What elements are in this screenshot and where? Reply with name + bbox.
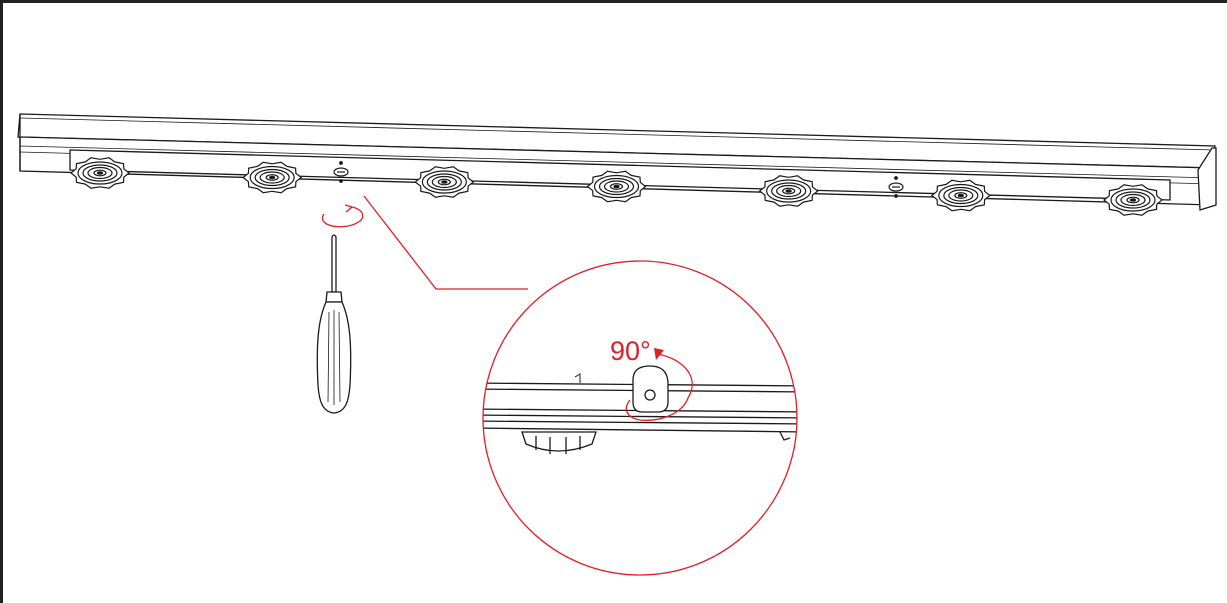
callout-leader-line: [363, 195, 528, 290]
driver-icon: [242, 161, 303, 194]
detail-driver: [521, 431, 597, 454]
detail-rotation-arrow-icon: [625, 348, 693, 421]
detail-driver-edge: [779, 431, 791, 441]
driver-icon: [70, 157, 130, 189]
detail-track-line-4: [483, 420, 797, 425]
track-body-line-1: [19, 145, 1214, 179]
driver-icon: [1103, 184, 1163, 216]
detail-circle-outline: [482, 260, 798, 576]
latch-icon: [333, 161, 349, 183]
track-end-cap: [1197, 147, 1217, 211]
latch-icon: [888, 176, 904, 198]
track-top-edge: [19, 117, 1216, 151]
driver-icon: [414, 166, 475, 198]
rotation-angle-label: 90°: [610, 336, 651, 366]
driver-icon: [758, 175, 819, 207]
latch-row: [333, 161, 904, 198]
rotation-arrow-icon: [321, 204, 364, 228]
screwdriver-icon: [316, 234, 352, 414]
driver-row: [70, 157, 1163, 216]
detail-view: 90°: [482, 260, 798, 576]
driver-icon: [930, 179, 991, 212]
driver-icon: [586, 170, 647, 203]
detail-latch: [632, 365, 669, 413]
detail-track-line-3: [483, 414, 797, 419]
